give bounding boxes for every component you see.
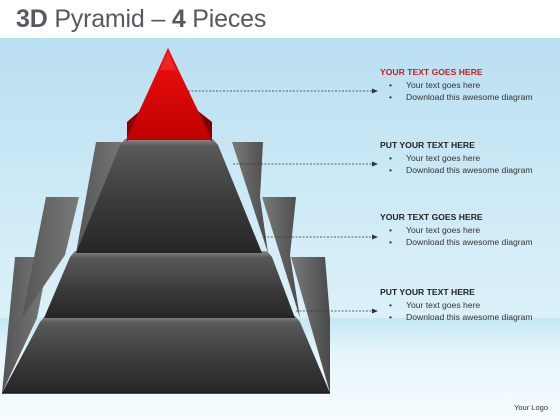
title-main-part: Pyramid –: [54, 5, 166, 33]
bullet-text: Download this awesome diagram: [406, 237, 533, 248]
second-cap: [120, 139, 218, 145]
bullet-text: Download this awesome diagram: [406, 165, 533, 176]
bullet-dot: •: [389, 300, 393, 310]
bullet-item: • Download this awesome diagram: [380, 91, 540, 103]
bullet-dot: •: [389, 312, 393, 323]
base-right-side: [291, 257, 330, 393]
text-block-heading: YOUR TEXT GOES HERE: [380, 67, 483, 77]
third-face: [44, 257, 295, 318]
bullet-text: Your text goes here: [406, 80, 481, 90]
bullet-text: Your text goes here: [406, 153, 481, 163]
second-face: [76, 145, 262, 253]
text-block-4: PUT YOUR TEXT HERE • Your text goes here …: [380, 286, 555, 324]
bullet-item: • Your text goes here: [380, 79, 540, 91]
bullet-list: • Your text goes here • Download this awes…: [380, 79, 555, 104]
connector-arrow-1: [372, 88, 378, 94]
text-block-heading: PUT YOUR TEXT HERE: [380, 287, 475, 297]
third-right-side: [262, 197, 300, 318]
bullet-text: Download this awesome diagram: [406, 312, 533, 323]
bullet-list: • Your text goes here • Download this awes…: [380, 152, 555, 177]
slide-title: 3D Pyramid – 4 Pieces: [16, 5, 266, 34]
bullet-dot: •: [389, 237, 393, 248]
title-number: 4: [171, 5, 186, 33]
top-highlight: [160, 52, 176, 70]
bullet-item: • Your text goes here: [380, 224, 540, 236]
bullet-text: Your text goes here: [406, 225, 481, 235]
text-block-heading: YOUR TEXT GOES HERE: [380, 212, 483, 222]
title-bold-part: 3D: [16, 5, 48, 33]
bullet-item: • Your text goes here: [380, 299, 540, 311]
base-face: [2, 322, 330, 393]
third-left-side: [22, 197, 79, 318]
top-face: [126, 48, 212, 140]
bullet-list: • Your text goes here • Download this awes…: [380, 299, 555, 324]
connector-arrow-3: [372, 234, 378, 240]
title-bar: 3D Pyramid – 4 Pieces: [0, 0, 560, 38]
pyramid-piece-third: [22, 197, 300, 318]
bullet-item: • Your text goes here: [380, 152, 540, 164]
bullet-dot: •: [389, 165, 393, 176]
pyramid-piece-second: [76, 139, 268, 253]
title-suffix: Pieces: [192, 5, 267, 33]
pyramid-piece-top: [126, 48, 212, 142]
connector-lines: [188, 88, 378, 314]
bullet-dot: •: [389, 92, 393, 103]
bullet-item: • Download this awesome diagram: [380, 164, 540, 176]
text-block-3: YOUR TEXT GOES HERE • Your text goes here…: [380, 211, 555, 249]
footer-logo: Your Logo: [514, 403, 548, 412]
text-block-2: PUT YOUR TEXT HERE • Your text goes here …: [380, 139, 555, 177]
bullet-item: • Download this awesome diagram: [380, 236, 540, 248]
bullet-item: • Download this awesome diagram: [380, 311, 540, 323]
bullet-text: Your text goes here: [406, 300, 481, 310]
bullet-text: Download this awesome diagram: [406, 92, 533, 103]
bullet-dot: •: [389, 80, 393, 90]
text-block-1: YOUR TEXT GOES HERE • Your text goes here…: [380, 66, 555, 104]
bullet-list: • Your text goes here • Download this awes…: [380, 224, 555, 249]
text-block-heading: PUT YOUR TEXT HERE: [380, 140, 475, 150]
bullet-dot: •: [389, 153, 393, 163]
bullet-dot: •: [389, 225, 393, 235]
second-right-side: [232, 142, 268, 253]
connector-arrow-2: [372, 161, 378, 167]
connector-arrow-4: [372, 308, 378, 314]
